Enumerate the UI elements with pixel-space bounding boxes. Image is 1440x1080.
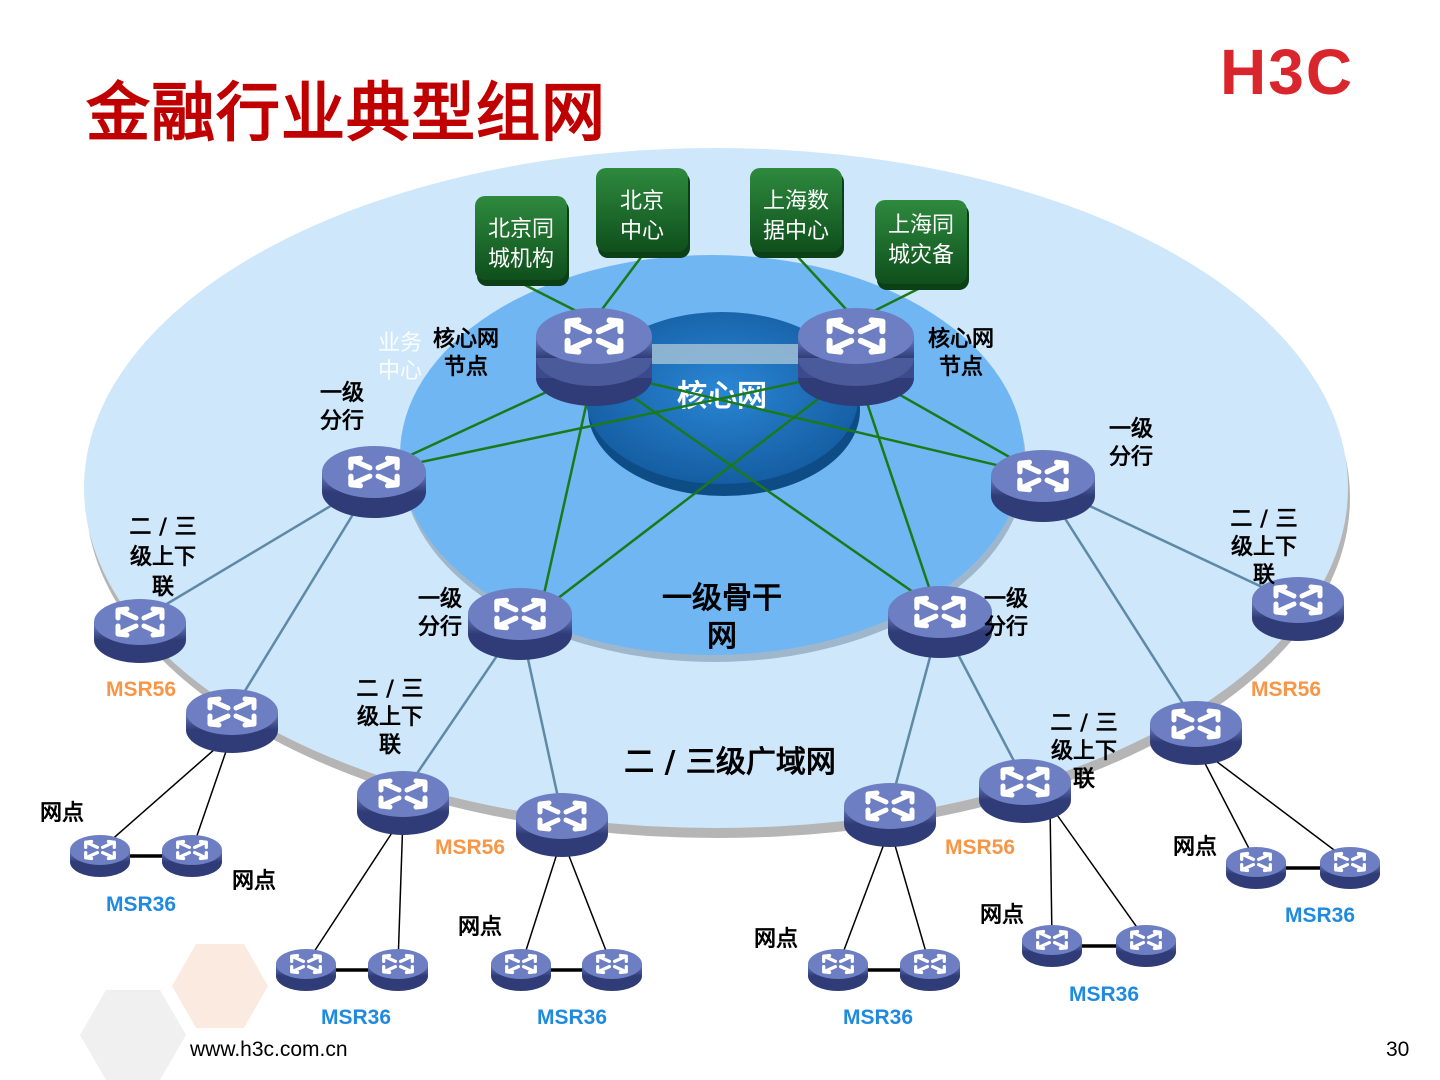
router-icon bbox=[888, 586, 992, 658]
datacenter-label: 上海同 bbox=[888, 213, 954, 238]
core-node-label: 核心网 bbox=[928, 326, 994, 352]
h3c-logo: H3C bbox=[1220, 36, 1355, 108]
router-icon bbox=[186, 689, 278, 753]
outlet-router-icon bbox=[162, 835, 222, 877]
router-icon bbox=[516, 793, 608, 857]
core-router-icon bbox=[536, 308, 652, 406]
branch-label: 一级 bbox=[320, 380, 364, 406]
outlet-label: 网点 bbox=[754, 926, 798, 952]
outlet-label: 网点 bbox=[458, 914, 502, 940]
outlet-router-icon bbox=[1320, 847, 1380, 889]
router-icon bbox=[1150, 701, 1242, 765]
branch-label: 一级 bbox=[1109, 416, 1153, 442]
footer-url: www.h3c.com.cn bbox=[190, 1038, 348, 1061]
router-icon bbox=[357, 771, 449, 835]
slide-title: 金融行业典型组网 bbox=[86, 77, 606, 151]
msr36-label: MSR36 bbox=[106, 893, 176, 916]
msr36-label: MSR36 bbox=[321, 1006, 391, 1029]
uplink-label: 联 bbox=[379, 733, 401, 758]
outlet-router-icon bbox=[900, 949, 960, 991]
branch-label: 分行 bbox=[418, 614, 462, 640]
uplink-label: 级上下 bbox=[1231, 534, 1297, 560]
uplink-label: 级上下 bbox=[130, 544, 196, 570]
uplink-label: 二 / 三 bbox=[129, 515, 196, 540]
branch-label: 分行 bbox=[1109, 444, 1153, 470]
core-node-label: 节点 bbox=[444, 354, 488, 380]
outlet-router-icon bbox=[1022, 925, 1082, 967]
msr56-label: MSR56 bbox=[1251, 678, 1321, 701]
router-icon bbox=[844, 783, 936, 847]
outlet-router-icon bbox=[582, 949, 642, 991]
outlet-router-icon bbox=[368, 949, 428, 991]
outlet-label: 网点 bbox=[980, 902, 1024, 928]
router-icon bbox=[979, 759, 1071, 823]
uplink-label: 联 bbox=[152, 575, 174, 600]
router-icon bbox=[94, 599, 186, 663]
backbone-label-1: 一级骨干 bbox=[662, 581, 782, 616]
datacenter-label: 城灾备 bbox=[888, 243, 954, 268]
datacenter-box: 上海同 城灾备 bbox=[875, 200, 969, 290]
router-icon bbox=[991, 450, 1095, 522]
uplink-label: 联 bbox=[1253, 563, 1275, 588]
msr36-label: MSR36 bbox=[843, 1006, 913, 1029]
branch-label: 一级 bbox=[418, 586, 462, 612]
datacenter-label: 城机构 bbox=[488, 247, 554, 272]
msr36-label: MSR36 bbox=[1069, 983, 1139, 1006]
outlet-router-icon bbox=[1226, 847, 1286, 889]
outlet-label: 网点 bbox=[40, 800, 84, 826]
router-icon bbox=[468, 588, 572, 660]
branch-label: 分行 bbox=[320, 408, 364, 434]
msr56-label: MSR56 bbox=[945, 836, 1015, 859]
datacenter-box: 北京同 城机构 bbox=[475, 196, 569, 286]
uplink-label: 二 / 三 bbox=[356, 677, 423, 702]
uplink-label: 级上下 bbox=[1051, 738, 1117, 764]
router-icon bbox=[322, 446, 426, 518]
datacenter-label: 北京 bbox=[620, 189, 664, 214]
uplink-label: 二 / 三 bbox=[1050, 711, 1117, 736]
backbone-label-2: 网 bbox=[707, 619, 737, 654]
msr36-label: MSR36 bbox=[1285, 904, 1355, 927]
decorative-hexagon bbox=[172, 944, 268, 1028]
branch-label: 分行 bbox=[984, 614, 1028, 640]
uplink-label: 级上下 bbox=[357, 704, 423, 730]
uplink-label: 联 bbox=[1073, 767, 1095, 792]
outlet-label: 网点 bbox=[232, 868, 276, 894]
msr56-label: MSR56 bbox=[435, 836, 505, 859]
page-number: 30 bbox=[1386, 1038, 1410, 1061]
business-center-label: 中心 bbox=[378, 359, 422, 384]
outlet-router-icon bbox=[276, 949, 336, 991]
outlet-router-icon bbox=[808, 949, 868, 991]
outlet-router-icon bbox=[491, 949, 551, 991]
uplink-label: 二 / 三 bbox=[1230, 507, 1297, 532]
datacenter-label: 上海数 bbox=[763, 189, 829, 214]
outlet-router-icon bbox=[1116, 925, 1176, 967]
datacenter-label: 北京同 bbox=[488, 217, 554, 242]
core-node-label: 核心网 bbox=[433, 326, 499, 352]
branch-label: 一级 bbox=[984, 586, 1028, 612]
datacenter-box: 北京 中心 bbox=[596, 168, 690, 258]
datacenter-label: 据中心 bbox=[763, 219, 829, 244]
msr36-label: MSR36 bbox=[537, 1006, 607, 1029]
core-router-icon bbox=[798, 308, 914, 406]
wan-label: 二 / 三级广域网 bbox=[624, 745, 836, 780]
outlet-label: 网点 bbox=[1173, 834, 1217, 860]
outlet-router-icon bbox=[70, 835, 130, 877]
router-icon bbox=[1252, 577, 1344, 641]
core-node-label: 节点 bbox=[939, 354, 983, 380]
business-center-label: 业务 bbox=[378, 331, 422, 356]
datacenter-box: 上海数 据中心 bbox=[750, 168, 844, 258]
datacenter-label: 中心 bbox=[620, 219, 664, 244]
decorative-hexagon bbox=[80, 990, 186, 1080]
msr56-label: MSR56 bbox=[106, 678, 176, 701]
core-link-bar bbox=[640, 344, 810, 364]
